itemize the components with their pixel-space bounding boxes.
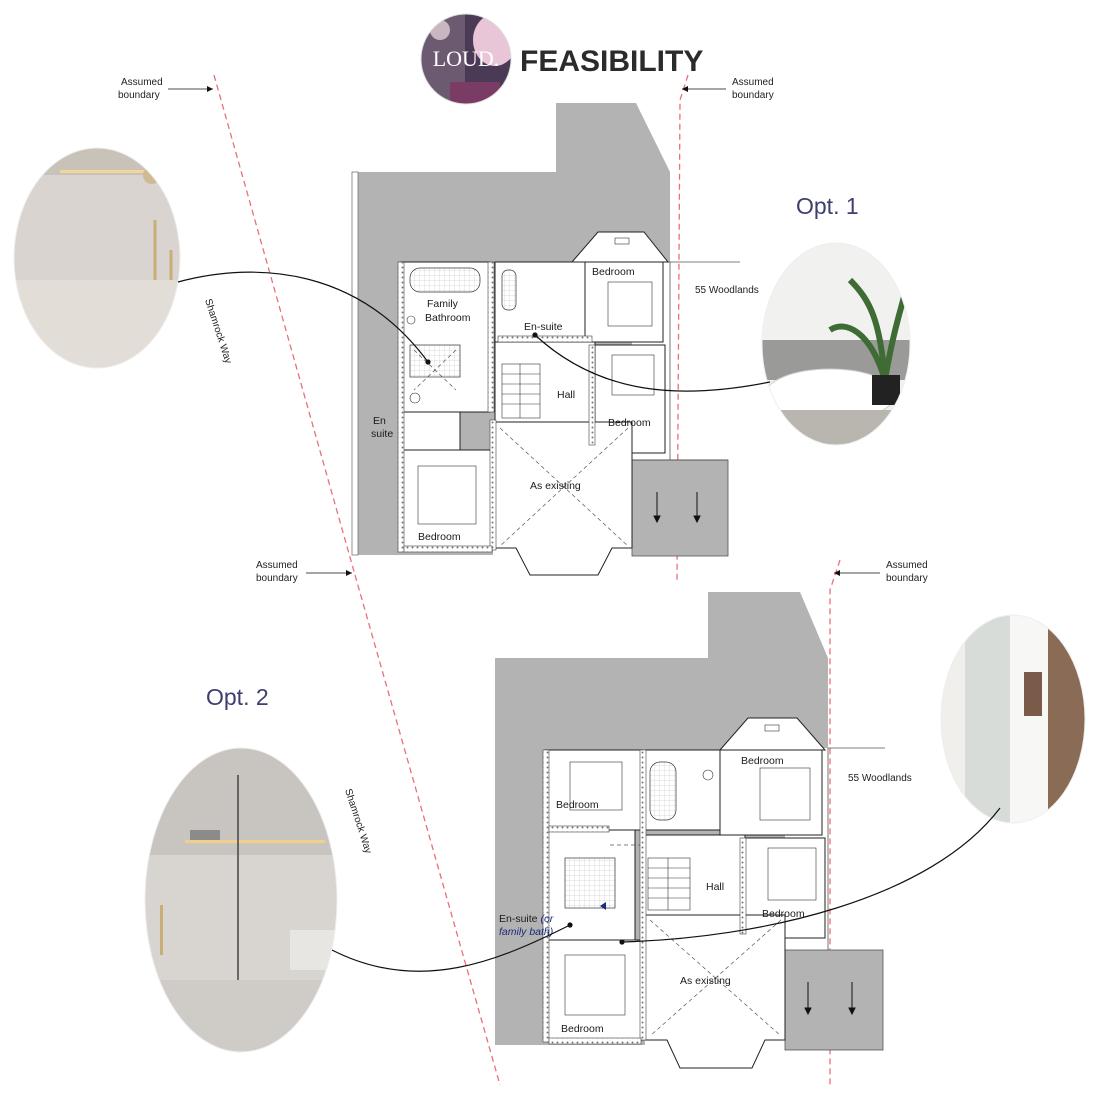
plan2-label-bedroom-bottom: Bedroom [561,1023,604,1035]
leader-door-to-hall [621,807,1001,943]
plan1-label-as-existing: As existing [530,480,581,492]
boundary-left-opt2 [354,574,501,1086]
leader-shower-to-family-bathroom [177,271,429,363]
neighbour-label-opt2: 55 Woodlands [848,773,912,784]
plan2-as-existing [644,914,786,1069]
neighbour-label-opt1: 55 Woodlands [695,285,759,296]
logo-text: LOUD. [433,46,500,71]
leader-lines [177,271,1001,972]
plan1-label-suite: suite [371,428,393,440]
street-label-opt2: Shamrock Way [342,788,373,856]
boundary-left-opt1 [213,74,356,576]
svg-text:Assumed: Assumed [886,560,928,571]
plan1-label-hall: Hall [557,389,575,401]
logo: LOUD. [420,13,512,105]
plan1-label-bedroom-right: Bedroom [608,417,651,429]
svg-text:boundary: boundary [732,90,774,101]
plan1-label-family-2: Bathroom [425,312,471,324]
plan2-bay-top [718,717,827,751]
svg-text:boundary: boundary [886,573,928,584]
plan2-label-as-existing: As existing [680,975,731,987]
boundary-right-opt2 [829,559,841,1085]
plan1-label-ensuite: En-suite [524,321,563,333]
photo-shower-opt1 [13,147,181,369]
plan2-label-hall: Hall [706,881,724,893]
floor-plan-option-1: Family Bathroom En-suite Bedroom Hall Be… [351,103,740,576]
page-title: FEASIBILITY [520,45,703,78]
photo-walkin-shower-opt2 [144,747,338,1053]
photo-door-handle-opt2 [940,614,1086,824]
plan1-label-bedroom-top: Bedroom [592,266,635,278]
plan2-label-bedroom-topleft: Bedroom [556,799,599,811]
svg-text:boundary: boundary [256,573,298,584]
plan1-label-family-1: Family [427,298,459,310]
photo-bath-opt1 [761,242,911,446]
option-1-title: Opt. 1 [796,193,859,219]
svg-text:boundary: boundary [118,90,160,101]
svg-text:Assumed: Assumed [732,77,774,88]
plan1-bay-top [570,231,670,263]
plan1-neighbour-block [631,459,729,557]
plan1-label-bedroom-bottom: Bedroom [418,531,461,543]
leader-dots [425,332,625,945]
boundary-label-mid-right: Assumed boundary [834,560,928,584]
plan1-en-suite-small [399,411,461,451]
boundary-label-top-right: Assumed boundary [682,77,774,101]
boundary-label-mid-left: Assumed boundary [256,560,352,584]
plan2-label-ensuite: En-suite (or [499,913,554,925]
plan1-label-en: En [373,415,386,427]
leader-bath-to-ensuite [534,334,771,392]
boundary-lines [213,74,841,1086]
plan2-label-bedroom-top: Bedroom [741,755,784,767]
floor-plan-option-2: Bedroom Bedroom Hall Bedroom En-suite (o… [495,592,885,1069]
plan2-neighbour-block [784,949,884,1051]
svg-text:Assumed: Assumed [121,77,163,88]
option-2-title: Opt. 2 [206,684,269,710]
plan1-as-existing [494,421,633,576]
boundary-label-top-left: Assumed boundary [118,77,213,101]
street-label-opt1: Shamrock Way [202,298,233,366]
svg-text:Assumed: Assumed [256,560,298,571]
leader-walkin-to-ensuite [331,924,571,972]
plan2-label-bedroom-right: Bedroom [762,908,805,920]
plan2-label-ensuite-note: family bath) [499,926,553,938]
